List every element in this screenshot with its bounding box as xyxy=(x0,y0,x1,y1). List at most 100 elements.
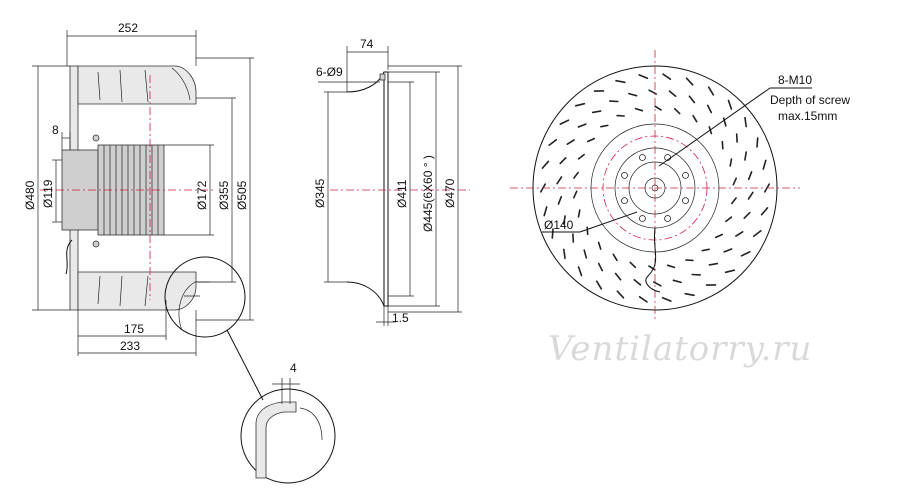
dim-4: 4 xyxy=(290,361,297,375)
inlet-view: 74 6-Ø9 Ø345 Ø411 Ø445(6X60 ° ) Ø470 xyxy=(313,37,470,326)
blade-slot xyxy=(752,230,762,238)
blade-slot xyxy=(747,191,754,200)
blade-slot xyxy=(756,137,759,148)
blade-slot xyxy=(688,95,696,104)
blade-slot xyxy=(595,280,603,290)
blade-slot xyxy=(723,248,733,253)
blade-slot xyxy=(577,123,587,128)
blade-slot xyxy=(701,248,710,252)
blade-slot xyxy=(551,228,554,239)
blade-slot xyxy=(652,281,662,287)
detail-circle xyxy=(240,388,336,484)
blade-slot xyxy=(762,159,767,170)
blade-slot xyxy=(727,99,733,110)
blade-slot xyxy=(684,292,695,297)
note-max: max.15mm xyxy=(778,109,837,123)
blade-slot xyxy=(725,216,733,223)
upper-blade-band xyxy=(77,65,197,105)
blade-slot xyxy=(661,296,672,302)
dim-1-5: 1.5 xyxy=(392,311,409,325)
blade-slot xyxy=(559,119,570,125)
blade-slot xyxy=(706,104,713,114)
blade-slot xyxy=(591,110,602,114)
blade-slot xyxy=(562,248,566,260)
detail-callout-circle xyxy=(164,256,246,338)
blade-slot xyxy=(633,278,642,286)
note-screws: 8-M10 xyxy=(778,73,812,87)
blade-slot xyxy=(583,249,588,259)
blade-slot xyxy=(615,79,626,84)
blade-slot xyxy=(574,102,586,107)
blade-slot xyxy=(708,262,719,266)
blade-slot xyxy=(600,124,609,128)
blade-slot xyxy=(628,92,638,97)
hub-bolt-hole xyxy=(621,171,628,179)
hub-bolt-hole xyxy=(682,197,689,205)
blade-slot xyxy=(541,160,550,169)
dim-175: 175 xyxy=(124,322,144,336)
hub-bolt-hole xyxy=(621,197,628,205)
blade-slot xyxy=(666,264,676,269)
hub-bolt-hole xyxy=(664,215,671,222)
inlet-lip-top xyxy=(346,71,389,93)
lower-blade-band xyxy=(77,271,197,311)
blade-slot xyxy=(614,272,622,281)
detail-view: 4 xyxy=(240,361,336,484)
dim-8: 8 xyxy=(52,123,59,137)
blade-slot xyxy=(672,279,682,284)
dim-119: Ø119 xyxy=(41,179,55,208)
dim-6-9: 6-Ø9 xyxy=(316,65,343,79)
blade-slot xyxy=(597,262,604,272)
watermark: Ventilatorry.ru xyxy=(548,329,812,369)
blade-slot xyxy=(744,151,748,161)
dim-width-total: 252 xyxy=(118,21,138,35)
blade-slot xyxy=(673,107,681,115)
blade-slot xyxy=(692,114,698,123)
blade-slot xyxy=(612,253,618,262)
side-view: 252 xyxy=(23,21,264,401)
blade-slot xyxy=(638,74,649,80)
blade-slot xyxy=(744,116,748,128)
dim-74: 74 xyxy=(360,37,374,51)
hub-bolt-hole xyxy=(682,171,689,179)
blade-slot xyxy=(648,265,656,271)
blade-slot xyxy=(747,171,753,181)
dim-445: Ø445(6X60 ° ) xyxy=(421,155,435,232)
blade-slots xyxy=(539,73,771,303)
blade-slot xyxy=(573,171,580,179)
blade-slot xyxy=(577,266,583,277)
cable xyxy=(65,239,73,275)
blade-slot xyxy=(760,207,769,216)
blade-slot xyxy=(740,251,751,257)
dim-140: Ø140 xyxy=(544,218,574,232)
dim-172: Ø172 xyxy=(195,180,209,210)
blade-slot xyxy=(566,139,575,145)
blade-slot xyxy=(572,190,578,199)
blade-slot xyxy=(638,295,648,303)
front-cable xyxy=(645,227,661,293)
blade-slot xyxy=(722,117,727,127)
blade-slot xyxy=(735,231,744,237)
blade-slot xyxy=(548,138,558,146)
dim-233: 233 xyxy=(120,339,140,353)
blade-slot xyxy=(654,105,662,111)
blade-slot xyxy=(586,226,589,236)
dim-355: Ø355 xyxy=(217,180,231,210)
inlet-lip-bottom xyxy=(346,281,389,307)
dim-411: Ø411 xyxy=(395,179,409,208)
blade-slot xyxy=(730,197,737,205)
blade-slot xyxy=(732,177,738,186)
blade-slot xyxy=(729,158,733,167)
dim-470: Ø470 xyxy=(443,178,457,208)
blade-slot xyxy=(714,233,724,239)
blade-slot xyxy=(724,269,736,274)
blade-slot xyxy=(577,153,585,160)
dim-480: Ø480 xyxy=(23,180,37,210)
blade-slot xyxy=(685,77,694,86)
blade-slot xyxy=(556,176,563,185)
front-view: 8-M10 Depth of screw max.15mm Ø140 xyxy=(510,50,850,320)
blade-slot xyxy=(721,140,724,150)
blade-slot xyxy=(743,211,751,219)
blade-slot xyxy=(662,73,672,80)
